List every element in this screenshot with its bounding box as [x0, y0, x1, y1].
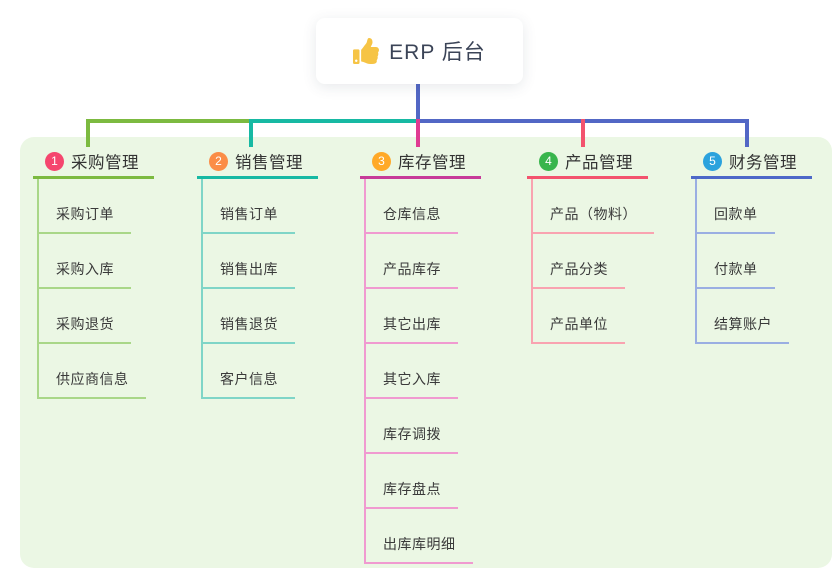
child-connector-line	[37, 179, 39, 399]
node-stock-taking[interactable]: 库存盘点	[364, 480, 458, 509]
bus-line-teal	[253, 119, 419, 123]
node-warehouse-info[interactable]: 仓库信息	[364, 205, 458, 234]
node-supplier-info[interactable]: 供应商信息	[37, 370, 146, 399]
node-other-outbound[interactable]: 其它出库	[364, 315, 458, 344]
drop-line-purchase	[86, 119, 90, 147]
node-other-inbound[interactable]: 其它入库	[364, 370, 458, 399]
drop-line-finance	[745, 119, 749, 147]
branch-inventory-header[interactable]: 3 库存管理	[360, 146, 481, 179]
branch-finance: 5 财务管理 回款单 付款单 结算账户	[691, 146, 812, 344]
child-connector-line	[695, 179, 697, 344]
branch-sales: 2 销售管理 销售订单 销售出库 销售退货 客户信息	[197, 146, 318, 399]
bus-line-green	[86, 119, 253, 123]
node-product-unit[interactable]: 产品单位	[531, 315, 625, 344]
child-connector-line	[364, 179, 366, 564]
root-node-label: ERP 后台	[389, 41, 486, 64]
node-outbound-detail[interactable]: 出库库明细	[364, 535, 473, 564]
node-purchase-inbound[interactable]: 采购入库	[37, 260, 131, 289]
thumbs-up-icon	[353, 38, 380, 64]
badge-4: 4	[539, 151, 558, 171]
badge-5: 5	[703, 151, 722, 171]
root-connector-line	[416, 84, 420, 121]
node-receipt-bill[interactable]: 回款单	[695, 205, 775, 234]
branch-sales-label: 销售管理	[235, 154, 303, 172]
child-connector-line	[531, 179, 533, 344]
branch-product: 4 产品管理 产品（物料） 产品分类 产品单位	[527, 146, 654, 344]
node-product-category[interactable]: 产品分类	[531, 260, 625, 289]
branch-purchase-header[interactable]: 1 采购管理	[33, 146, 154, 179]
drop-line-inventory	[416, 119, 420, 147]
root-node[interactable]: ERP 后台	[316, 18, 523, 84]
badge-2: 2	[209, 151, 228, 171]
branch-purchase: 1 采购管理 采购订单 采购入库 采购退货 供应商信息	[33, 146, 154, 399]
branch-purchase-label: 采购管理	[71, 154, 139, 172]
branch-inventory: 3 库存管理 仓库信息 产品库存 其它出库 其它入库 库存调拨 库存盘点 出库库…	[360, 146, 481, 564]
node-payment-bill[interactable]: 付款单	[695, 260, 775, 289]
branch-finance-header[interactable]: 5 财务管理	[691, 146, 812, 179]
node-purchase-return[interactable]: 采购退货	[37, 315, 131, 344]
drop-line-sales	[249, 119, 253, 147]
branch-product-label: 产品管理	[565, 154, 633, 172]
child-connector-line	[201, 179, 203, 399]
node-purchase-order[interactable]: 采购订单	[37, 205, 131, 234]
node-sales-order[interactable]: 销售订单	[201, 205, 295, 234]
badge-3: 3	[372, 151, 391, 171]
node-customer-info[interactable]: 客户信息	[201, 370, 295, 399]
node-sales-return[interactable]: 销售退货	[201, 315, 295, 344]
branch-product-header[interactable]: 4 产品管理	[527, 146, 648, 179]
branch-inventory-label: 库存管理	[398, 154, 466, 172]
branch-sales-header[interactable]: 2 销售管理	[197, 146, 318, 179]
node-product-material[interactable]: 产品（物料）	[531, 205, 654, 234]
badge-1: 1	[45, 151, 64, 171]
node-sales-outbound[interactable]: 销售出库	[201, 260, 295, 289]
node-settlement-account[interactable]: 结算账户	[695, 315, 789, 344]
drop-line-product	[581, 119, 585, 147]
node-product-stock[interactable]: 产品库存	[364, 260, 458, 289]
node-stock-transfer[interactable]: 库存调拨	[364, 425, 458, 454]
branch-finance-label: 财务管理	[729, 154, 797, 172]
